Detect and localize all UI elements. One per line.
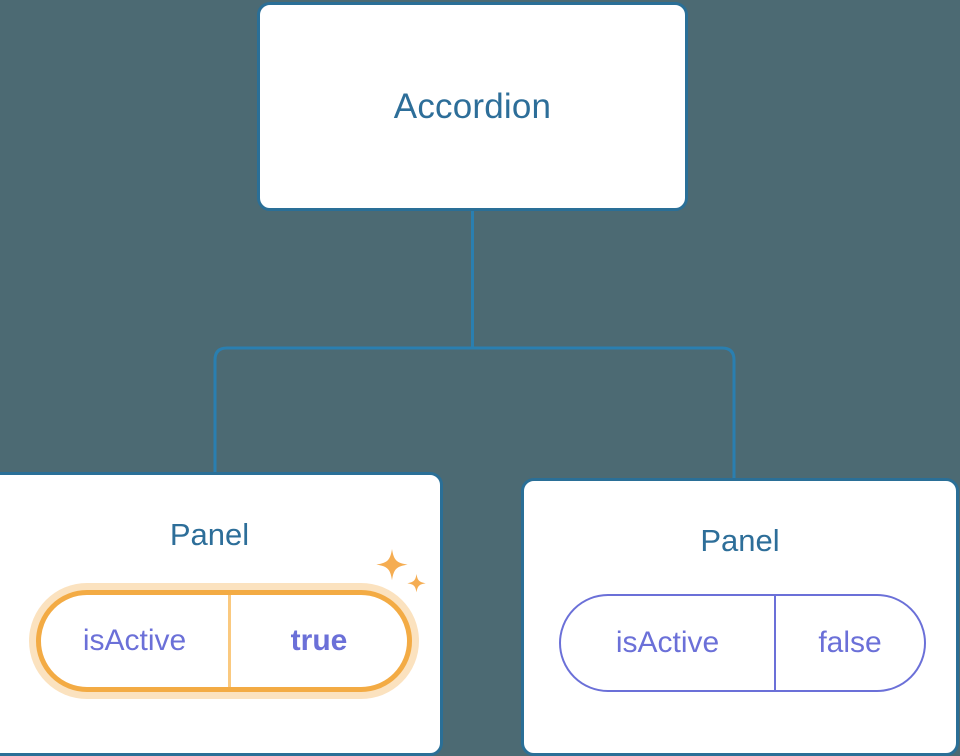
node-accordion[interactable]: Accordion: [257, 2, 688, 211]
prop-pill-isactive-true[interactable]: isActive true: [36, 590, 412, 692]
node-panel-active-title: Panel: [169, 517, 250, 552]
prop-value-label: true: [290, 624, 348, 657]
node-panel-inactive-title: Panel: [700, 523, 780, 558]
node-accordion-title: Accordion: [393, 86, 552, 126]
node-panel-inactive[interactable]: Panel isActive false: [521, 478, 959, 756]
prop-value-label: false: [818, 626, 882, 659]
connector-branch-right: [472, 346, 736, 482]
connector-branch-left: [213, 346, 473, 478]
node-panel-active[interactable]: Panel isActive true: [0, 472, 443, 756]
prop-pill-isactive-false[interactable]: isActive false: [559, 594, 926, 692]
prop-key-label: isActive: [41, 595, 231, 687]
prop-key-label: isActive: [561, 596, 776, 690]
